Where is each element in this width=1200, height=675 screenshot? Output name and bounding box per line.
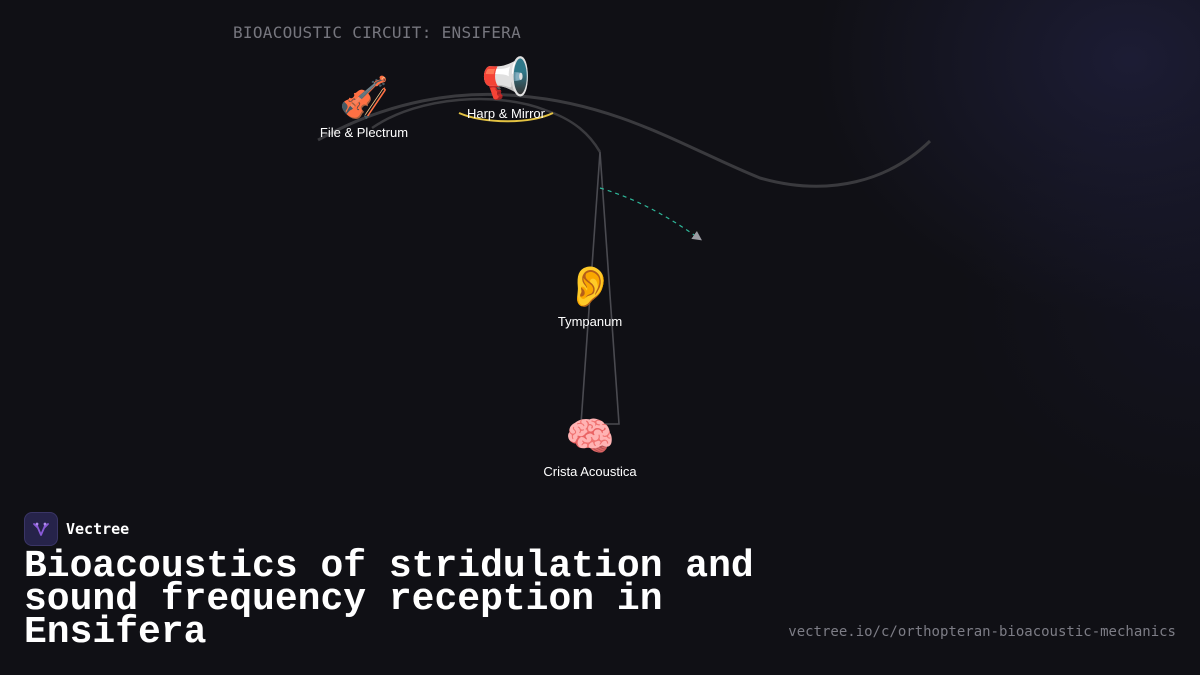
diagram-title: BIOACOUSTIC CIRCUIT: ENSIFERA [233,23,522,42]
brand[interactable]: Vectree [24,512,129,546]
resonance-arc [371,97,602,153]
signal-arrow [599,187,702,241]
vectree-logo-icon [24,512,58,546]
brain-icon: 🧠 [565,414,615,460]
brand-name: Vectree [66,520,130,538]
violin-icon: 🎻 [339,75,389,121]
neural-path [580,151,620,425]
sound-path [317,92,932,188]
megaphone-icon: 📢 [481,56,531,102]
node-label-file-plectrum: File & Plectrum [319,125,409,140]
node-harp-mirror: 📢 Harp & Mirror [416,56,596,121]
node-file-plectrum: 🎻 File & Plectrum [274,75,454,140]
node-label-harp-mirror: Harp & Mirror [466,106,545,121]
ear-icon: 👂 [565,264,615,310]
node-label-crista-acoustica: Crista Acoustica [543,464,637,479]
source-url[interactable]: vectree.io/c/orthopteran-bioacoustic-mec… [788,624,1176,640]
page-title: Bioacoustics of stridulation and sound f… [24,545,754,654]
node-tympanum: 👂 Tympanum [500,264,680,329]
harp-highlight [458,112,554,123]
node-label-tympanum: Tympanum [557,314,623,329]
node-crista-acoustica: 🧠 Crista Acoustica [500,414,680,479]
